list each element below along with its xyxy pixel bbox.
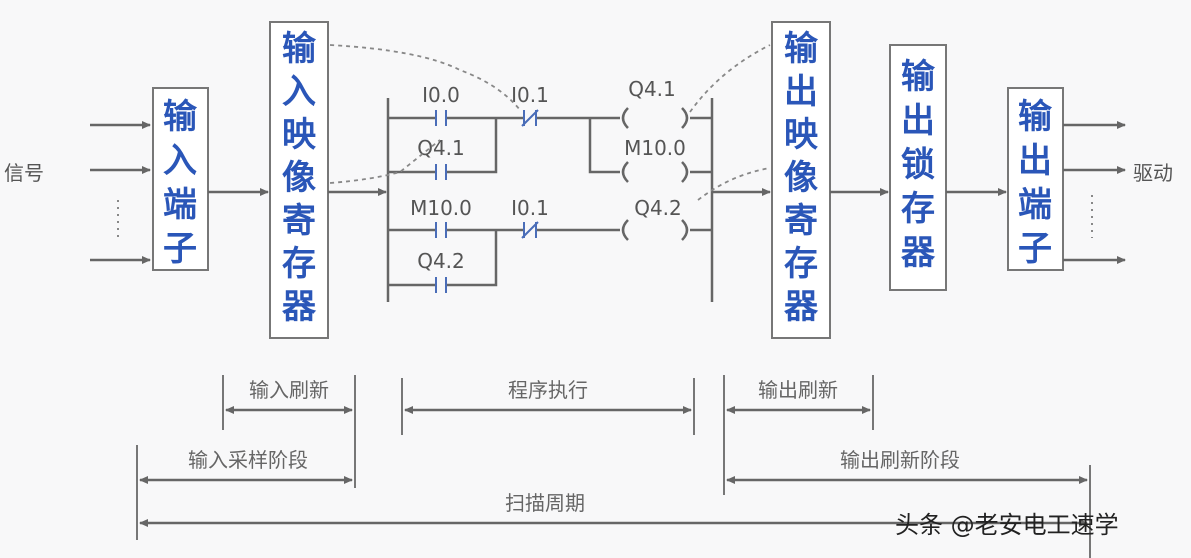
output-terminal-box [1007, 87, 1064, 271]
block-char: 映 [784, 115, 818, 155]
block-char: 子 [163, 229, 197, 269]
block-char: 输 [1018, 97, 1053, 137]
block-char: 器 [282, 287, 317, 327]
block-char: 出 [1018, 141, 1052, 181]
block-char: 端 [1018, 185, 1052, 225]
label-q41-contact: Q4.1 [417, 136, 465, 160]
input-terminal-box [152, 87, 209, 271]
block-char: 存 [901, 189, 935, 229]
block-char: 子 [1018, 229, 1052, 269]
block-char: 出 [784, 72, 818, 112]
label-i01: I0.1 [511, 83, 549, 107]
nc-contact-i01-2 [521, 221, 539, 239]
label-m100-coil: M10.0 [624, 136, 686, 160]
label-i00: I0.0 [422, 83, 460, 107]
block-char: 输 [784, 29, 819, 69]
watermark: 头条 @老安电工速学 [895, 511, 1119, 539]
label-q42-contact: Q4.2 [417, 249, 465, 273]
block-char: 像 [282, 158, 316, 198]
block-char: 映 [282, 115, 316, 155]
block-char: 输 [901, 57, 936, 97]
contact-m100 [435, 222, 447, 238]
dashed-links [329, 44, 771, 201]
contact-i00 [435, 110, 447, 126]
input-signal-label: 信号 [4, 161, 44, 185]
output-image-register-box [771, 21, 831, 339]
label-m100-contact: M10.0 [410, 196, 472, 220]
coil-q41 [621, 107, 689, 129]
block-char: 输 [282, 29, 317, 69]
output-refresh-label: 输出刷新 [758, 378, 838, 402]
block-char: 端 [163, 185, 197, 225]
block-char: 入 [282, 72, 316, 112]
ladder-diagram: I0.0 Q4.1 I0.1 Q4.1 M10.0 M10.0 Q4.2 I0.… [386, 77, 714, 302]
block-char: 存 [282, 244, 316, 284]
output-latch-box [889, 44, 947, 291]
coil-q42 [621, 219, 689, 241]
contact-q42 [435, 277, 447, 293]
block-char: 出 [901, 101, 935, 141]
contact-q41 [435, 164, 447, 180]
block-char: 寄 [282, 201, 316, 241]
output-signal-label: 驱动 [1133, 161, 1173, 185]
output-signal-arrows [1063, 121, 1126, 264]
output-refresh-stage-label: 输出刷新阶段 [840, 448, 960, 472]
nc-contact-i01 [521, 109, 539, 127]
label-i01-2: I0.1 [511, 196, 549, 220]
block-char: 像 [784, 158, 818, 198]
block-char: 器 [784, 287, 819, 327]
input-signal-arrows [90, 121, 151, 264]
input-refresh-label: 输入刷新 [249, 378, 329, 402]
program-exec-label: 程序执行 [508, 378, 588, 402]
coil-m100 [621, 161, 689, 183]
label-q42-coil: Q4.2 [634, 196, 682, 220]
scan-cycle-label: 扫描周期 [505, 491, 585, 515]
block-char: 锁 [901, 145, 935, 185]
block-char: 入 [163, 141, 197, 181]
block-char: 器 [901, 233, 936, 273]
block-char: 输 [163, 97, 198, 137]
input-image-register-box [269, 21, 329, 339]
input-sampling-label: 输入采样阶段 [188, 448, 308, 472]
block-char: 存 [784, 244, 818, 284]
timeline: 输入刷新 程序执行 输出刷新 输入采样阶段 输出刷新阶段 扫描周期 [136, 375, 1091, 558]
label-q41-coil: Q4.1 [628, 77, 676, 101]
block-char: 寄 [784, 201, 818, 241]
